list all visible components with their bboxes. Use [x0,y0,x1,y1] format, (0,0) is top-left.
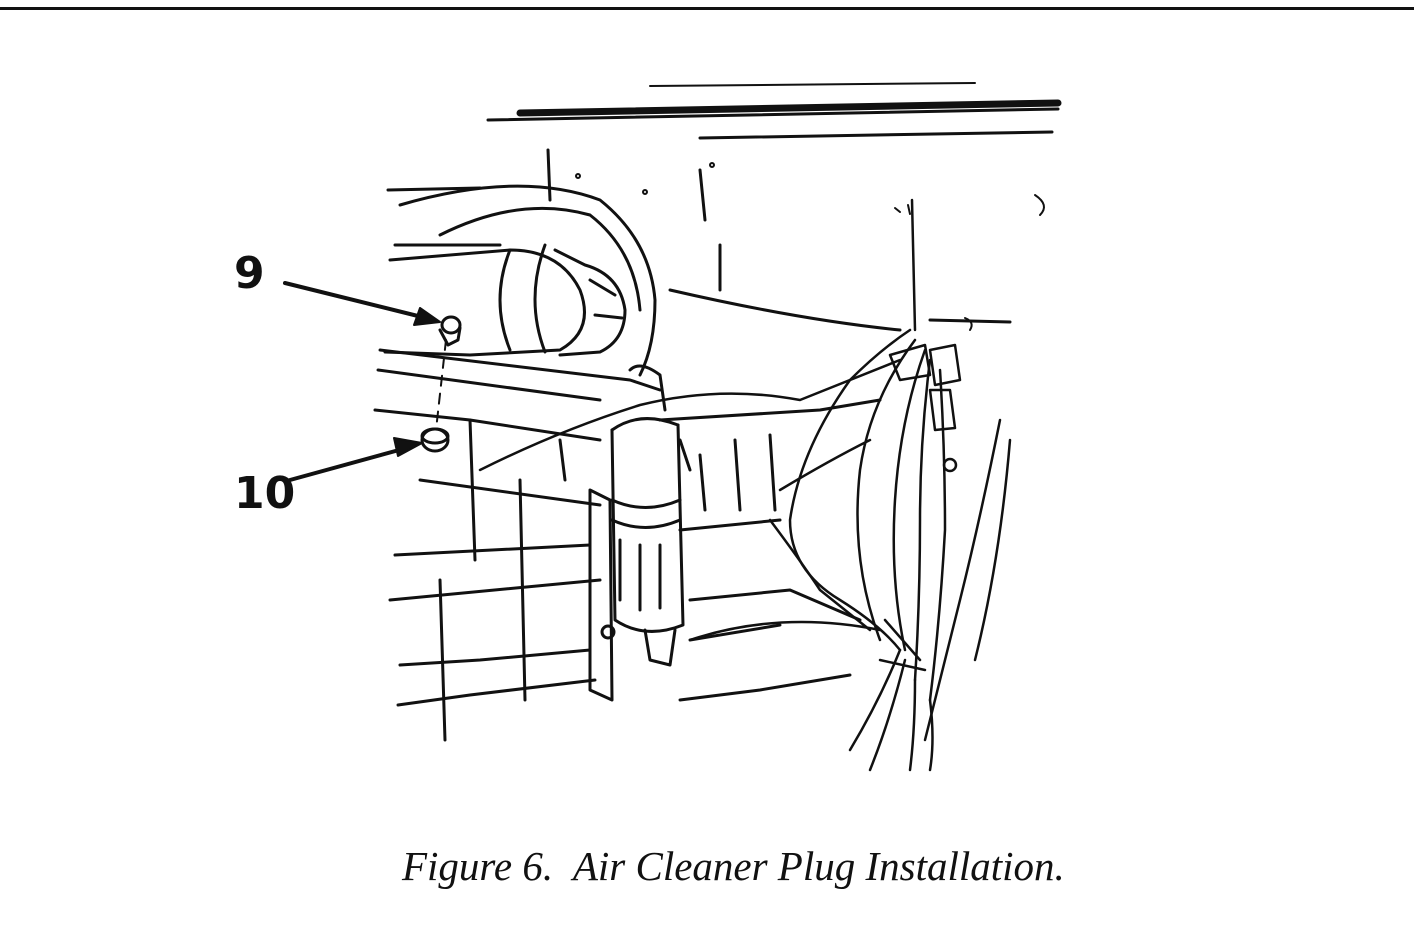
top-rule [0,7,1414,10]
frame-lines [486,82,1062,140]
air-cleaner-housing [383,184,657,377]
wiring-harness [478,198,1012,772]
callout-arrows [283,281,441,482]
figure-caption: Figure 6. Air Cleaner Plug Installation. [402,843,1065,889]
plug-hole-9 [438,315,462,347]
fuel-filter-canister [588,364,685,702]
callout-label-9: 9 [234,248,265,299]
engine-block [373,148,1012,742]
plug-10 [420,427,450,453]
callout-label-10: 10 [234,468,296,519]
leader-dashed [435,339,447,431]
detail-marks [575,162,1045,331]
